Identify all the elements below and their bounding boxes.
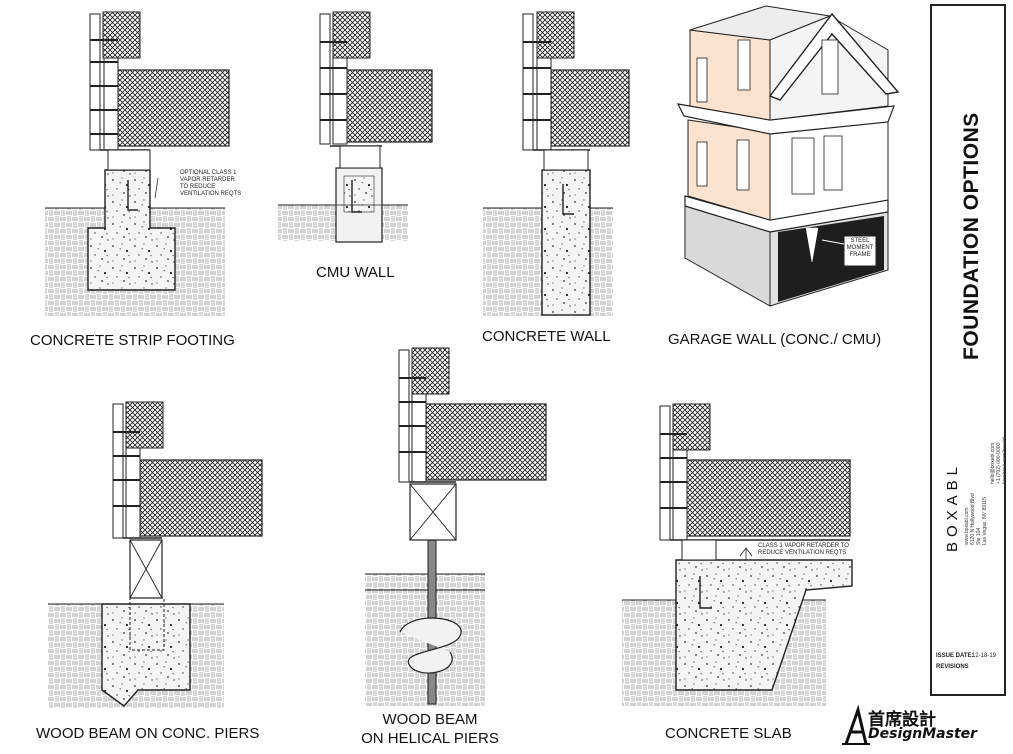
address-line: Las Vegas, NV 89115	[982, 497, 988, 545]
concrete-slab	[675, 559, 853, 691]
issue-date-label: ISSUE DATE:	[936, 653, 974, 659]
concrete-slab-detail	[622, 403, 853, 706]
helical-plate	[399, 617, 462, 674]
title-block	[930, 4, 1006, 696]
conc-pier	[101, 603, 191, 707]
cmu-wall-label: CMU WALL	[316, 264, 395, 281]
conc-piers-detail	[48, 401, 263, 708]
designmaster-logo-icon	[842, 704, 870, 745]
cmu-wall-detail	[278, 11, 433, 243]
brand-name: BOXABL	[944, 461, 961, 552]
contact-block: hello@boxabl.com +1 (702) 000-0000 faceb…	[990, 437, 1008, 484]
steel-moment-frame-callout	[843, 235, 877, 267]
concrete-wall-detail	[483, 11, 630, 316]
steel-moment-frame-text: STEEL MOMENT FRAME	[846, 238, 874, 258]
strip-footing-label: CONCRETE STRIP FOOTING	[30, 332, 235, 349]
strip-footing-concrete	[87, 169, 176, 291]
garage-house-illustration	[676, 5, 900, 307]
helical-piers-detail	[365, 347, 547, 706]
watermark-en: DesignMaster	[868, 726, 978, 742]
wall-panel-insulation	[102, 11, 141, 59]
garage-wall-label: GARAGE WALL (CONC./ CMU)	[668, 331, 882, 348]
watermark-cn: 首席設計	[868, 710, 936, 730]
sheet-title: FOUNDATION OPTIONS	[960, 112, 983, 360]
revisions-label: REVISIONS	[936, 664, 969, 670]
address-block: www.boxabl.com 6120 N Hollywood Blvd Ste…	[964, 493, 988, 545]
concrete-slab-note: CLASS 1 VAPOR RETARDER TO REDUCE VENTILA…	[758, 543, 849, 556]
issue-date-value: 12-18-19	[972, 653, 997, 659]
concrete-slab-label: CONCRETE SLAB	[665, 725, 792, 742]
contact-line: facebook.com/boxabl	[1002, 436, 1008, 484]
concrete-wall-label: CONCRETE WALL	[482, 328, 611, 345]
concrete-wall	[541, 169, 591, 316]
floor-panel-insulation	[116, 69, 230, 147]
helical-piers-label: WOOD BEAM ON HELICAL PIERS	[361, 711, 499, 747]
conc-piers-label: WOOD BEAM ON CONC. PIERS	[36, 725, 260, 742]
strip-footing-note: OPTIONAL CLASS 1 VAPOR RETARDER TO REDUC…	[180, 170, 242, 197]
strip-footing-detail	[45, 11, 230, 316]
